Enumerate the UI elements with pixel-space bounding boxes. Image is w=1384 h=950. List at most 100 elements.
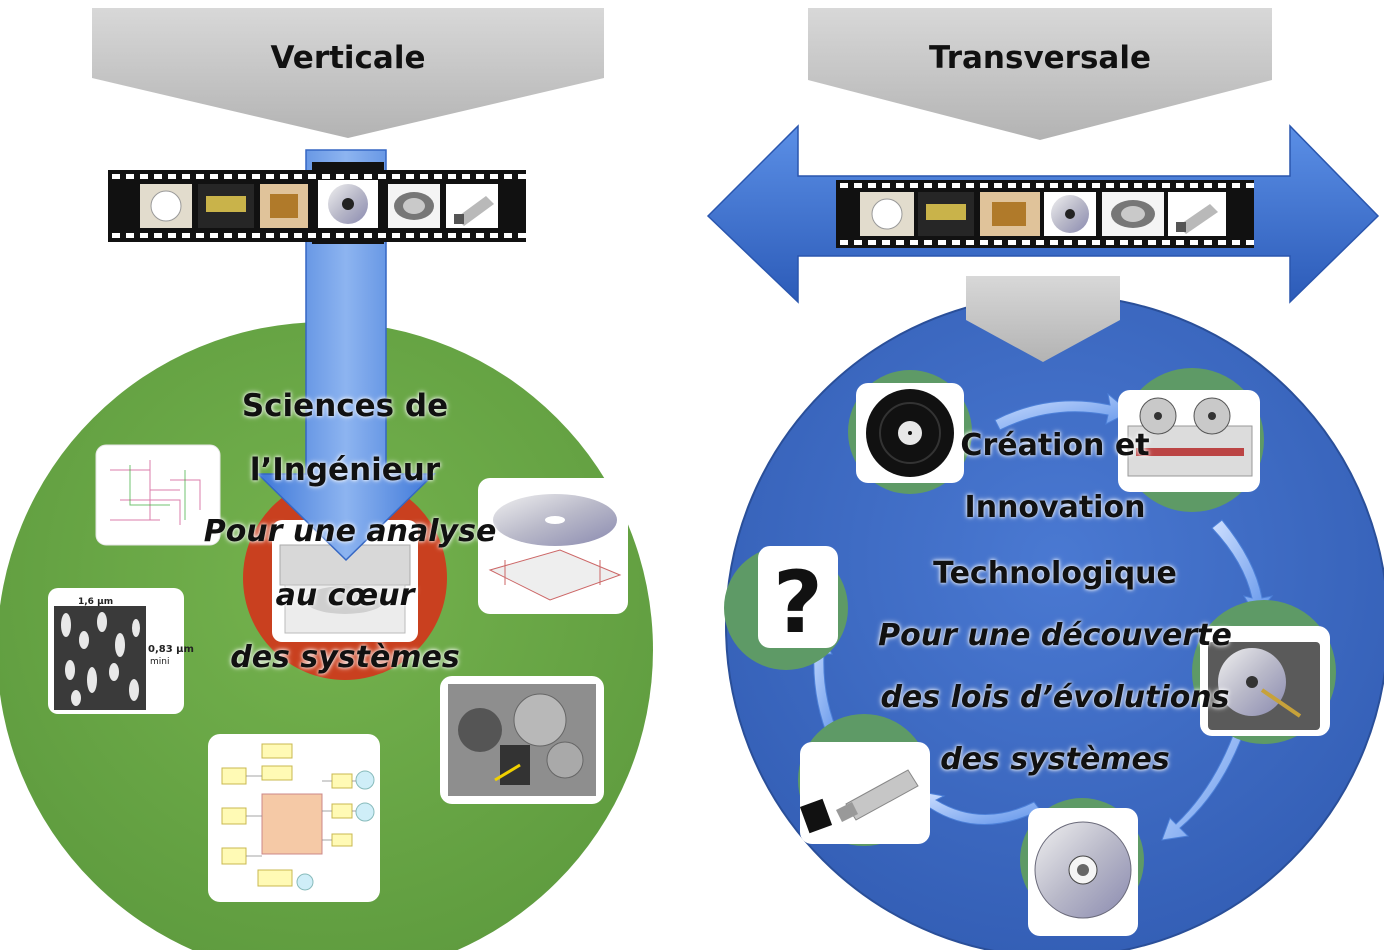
film-sprocket-hole (994, 240, 1002, 245)
film-sprocket-hole (434, 233, 442, 238)
question-mark-icon: ? (773, 553, 823, 653)
film-sprocket-hole (504, 174, 512, 179)
film-sprocket-hole (112, 233, 120, 238)
film-sprocket-hole (1064, 240, 1072, 245)
film-sprocket-hole (1246, 240, 1254, 245)
left-subtitle-line-2: au cœur (275, 578, 415, 613)
film-sprocket-hole (350, 233, 358, 238)
film-sprocket-hole (406, 233, 414, 238)
film-sprocket-hole (154, 233, 162, 238)
film-sprocket-hole (1050, 183, 1058, 188)
film-sprocket-hole (490, 233, 498, 238)
film-sprocket-hole (378, 233, 386, 238)
film-sprocket-hole (364, 174, 372, 179)
film-sprocket-hole (910, 240, 918, 245)
film-sprocket-hole (364, 233, 372, 238)
film-sprocket-hole (952, 183, 960, 188)
film-sprocket-hole (294, 174, 302, 179)
film-sprocket-hole (1022, 183, 1030, 188)
film-sprocket-hole (966, 183, 974, 188)
film-sprocket-hole (994, 183, 1002, 188)
film-sprocket-hole (280, 233, 288, 238)
left-title-line-2: l’Ingénieur (249, 452, 441, 488)
film-sprocket-hole (224, 174, 232, 179)
film-sprocket-hole (980, 240, 988, 245)
film-sprocket-hole (420, 233, 428, 238)
film-sprocket-hole (210, 233, 218, 238)
film-sprocket-hole (1190, 183, 1198, 188)
film-sprocket-hole (336, 233, 344, 238)
film-sprocket-hole (350, 174, 358, 179)
right-subtitle-line-2: des lois d’évolutions (880, 680, 1230, 715)
film-sprocket-hole (224, 233, 232, 238)
dvd-thumbnail (1020, 798, 1144, 936)
film-sprocket-hole (182, 233, 190, 238)
film-sprocket-hole (154, 174, 162, 179)
film-sprocket-hole (882, 240, 890, 245)
film-sprocket-hole (308, 174, 316, 179)
film-sprocket-hole (1022, 240, 1030, 245)
film-sprocket-hole (938, 240, 946, 245)
film-sprocket-hole (1246, 183, 1254, 188)
film-sprocket-hole (392, 174, 400, 179)
film-sprocket-hole (112, 174, 120, 179)
film-sprocket-hole (1008, 183, 1016, 188)
film-sprocket-hole (196, 174, 204, 179)
right-title-line-3: Technologique (933, 556, 1177, 591)
film-sprocket-hole (1148, 183, 1156, 188)
reel-tape-recorder-thumbnail (1118, 368, 1264, 512)
film-sprocket-hole (1092, 240, 1100, 245)
film-sprocket-hole (322, 174, 330, 179)
film-sprocket-hole (840, 183, 848, 188)
film-sprocket-hole (966, 240, 974, 245)
film-sprocket-hole (518, 174, 526, 179)
film-sprocket-hole (1176, 183, 1184, 188)
film-sprocket-hole (182, 174, 190, 179)
film-sprocket-hole (476, 233, 484, 238)
film-sprocket-hole (896, 240, 904, 245)
film-sprocket-hole (1120, 183, 1128, 188)
film-sprocket-hole (294, 233, 302, 238)
film-sprocket-hole (1162, 240, 1170, 245)
film-sprocket-hole (168, 233, 176, 238)
film-sprocket-hole (336, 174, 344, 179)
film-sprocket-hole (378, 174, 386, 179)
film-sprocket-hole (840, 240, 848, 245)
film-sprocket-hole (140, 174, 148, 179)
film-sprocket-hole (196, 233, 204, 238)
unknown-future-thumbnail: ? (724, 546, 848, 670)
hard-drive-thumbnail (1192, 600, 1336, 744)
right-subtitle-line-1: Pour une découverte (878, 618, 1232, 653)
micro-label-1: 1,6 µm (78, 597, 113, 607)
film-sprocket-hole (252, 174, 260, 179)
film-sprocket-hole (868, 240, 876, 245)
film-sprocket-hole (1204, 240, 1212, 245)
film-sprocket-hole (392, 233, 400, 238)
film-sprocket-hole (1092, 183, 1100, 188)
film-sprocket-hole (518, 233, 526, 238)
micrograph-thumbnail: 1,6 µm 0,83 µm mini (48, 588, 194, 714)
film-sprocket-hole (126, 174, 134, 179)
film-sprocket-hole (1008, 240, 1016, 245)
right-banner-shape (808, 8, 1272, 140)
film-sprocket-hole (238, 174, 246, 179)
film-sprocket-hole (980, 183, 988, 188)
film-sprocket-hole (266, 233, 274, 238)
left-banner-shape (92, 8, 604, 138)
film-sprocket-hole (1050, 240, 1058, 245)
film-sprocket-hole (854, 183, 862, 188)
right-down-arrow (966, 276, 1120, 362)
right-subtitle-line-3: des systèmes (940, 742, 1170, 777)
right-title-line-1: Création et (960, 428, 1150, 463)
film-sprocket-hole (1078, 240, 1086, 245)
film-sprocket-hole (210, 174, 218, 179)
film-sprocket-hole (854, 240, 862, 245)
film-sprocket-hole (1106, 240, 1114, 245)
film-sprocket-hole (952, 240, 960, 245)
film-sprocket-hole (266, 174, 274, 179)
film-sprocket-hole (504, 233, 512, 238)
film-sprocket-hole (140, 233, 148, 238)
film-sprocket-hole (1148, 240, 1156, 245)
film-sprocket-hole (168, 174, 176, 179)
